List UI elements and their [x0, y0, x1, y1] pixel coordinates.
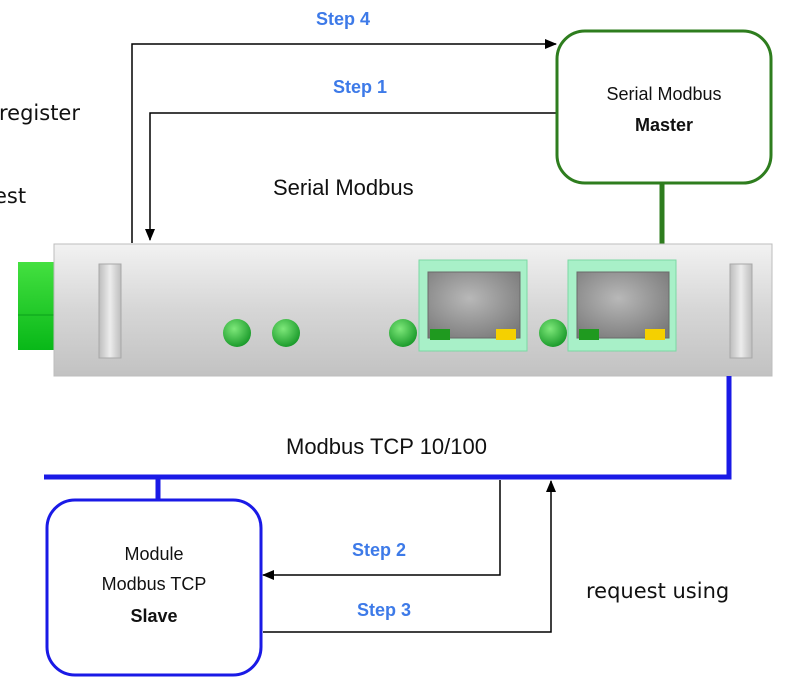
port1-link-led [430, 329, 450, 340]
port1-led [389, 319, 417, 347]
terminal-block [18, 262, 58, 350]
port2-activity-led [645, 329, 665, 340]
step2-label: Step 2 [352, 540, 406, 560]
serial-modbus-bus-label: Serial Modbus [273, 175, 414, 200]
slave-line2: Modbus TCP [102, 574, 207, 594]
right-slot [729, 263, 753, 359]
port1-activity-led [496, 329, 516, 340]
est-text: est [0, 184, 26, 208]
ethernet-port-1 [418, 259, 528, 352]
status-led-2 [272, 319, 300, 347]
ethernet-port-2 [567, 259, 677, 352]
slave-box [45, 498, 263, 677]
request-using-text: request using [586, 579, 729, 603]
step4-arrow [131, 39, 557, 243]
tcp-bus-line [44, 376, 732, 480]
step1-label: Step 1 [333, 77, 387, 97]
step1-arrow [145, 112, 556, 241]
master-line1: Serial Modbus [606, 84, 721, 104]
port2-link-led [579, 329, 599, 340]
tcp-bus-label: Modbus TCP 10/100 [286, 434, 487, 459]
status-led-1 [223, 319, 251, 347]
master-line2: Master [635, 115, 693, 135]
step3-label: Step 3 [357, 600, 411, 620]
step2-arrow [262, 480, 501, 580]
left-slot [98, 263, 122, 359]
slave-line3: Slave [130, 606, 177, 626]
register-text: register [0, 101, 80, 125]
step3-arrow [263, 480, 556, 633]
master-box [555, 29, 773, 185]
port2-led [539, 319, 567, 347]
step4-label: Step 4 [316, 9, 370, 29]
slave-line1: Module [124, 544, 183, 564]
